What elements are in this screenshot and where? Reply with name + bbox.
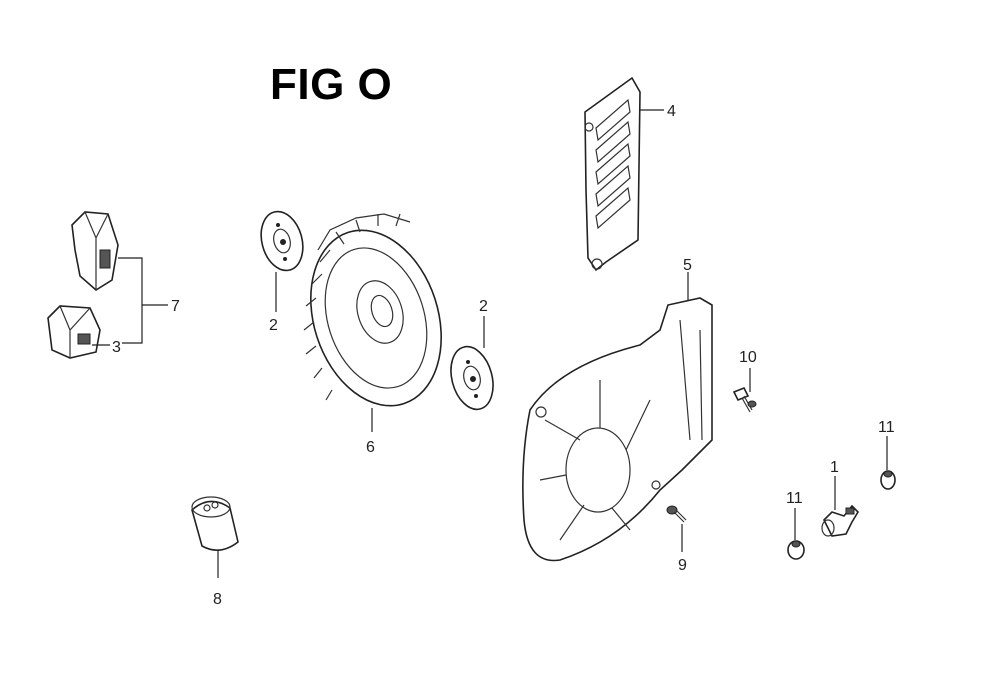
callout-4: 4 [667, 103, 676, 120]
part-4-shroud-plate [584, 76, 641, 272]
callout-7: 7 [171, 298, 180, 315]
part-2-washer-left [260, 210, 304, 272]
part-6-flywheel-fan [303, 213, 442, 407]
part-5-fan-cover [522, 297, 713, 562]
part-7-clip-upper [71, 211, 119, 291]
figure-title: FIG O [270, 60, 393, 109]
callout-3: 3 [112, 339, 121, 356]
callout-5: 5 [683, 257, 692, 274]
part-10-screw [732, 386, 757, 413]
callout-11b: 11 [786, 490, 803, 507]
callout-8: 8 [213, 591, 222, 608]
part-3-clip-lower [47, 305, 101, 359]
callout-2b: 2 [479, 298, 488, 315]
callout-2a: 2 [269, 317, 278, 334]
part-11-clip-lower [787, 540, 805, 560]
callout-1: 1 [830, 459, 839, 476]
callout-9: 9 [678, 557, 687, 574]
callout-11a: 11 [878, 419, 895, 436]
part-9-screw [666, 505, 687, 523]
part-2-washer-right [450, 345, 494, 411]
part-11-clip-upper [880, 470, 896, 490]
part-1-fitting [821, 504, 860, 537]
callout-10: 10 [739, 349, 757, 366]
callout-6: 6 [366, 439, 375, 456]
part-8-rubber-cap [191, 496, 239, 551]
leader-7-bracket [118, 257, 143, 344]
